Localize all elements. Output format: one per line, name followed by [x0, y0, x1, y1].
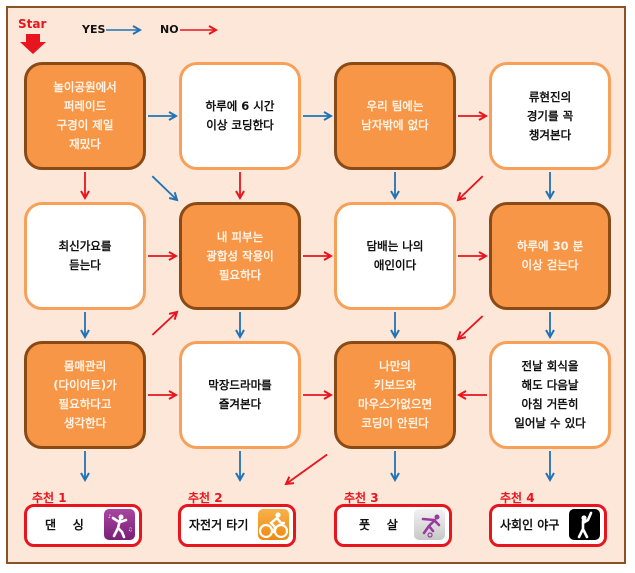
- decision-node-text: 최신가요를 듣는다: [58, 239, 112, 272]
- futsal-icon: [414, 509, 445, 540]
- svg-text:♪: ♪: [108, 514, 111, 520]
- recommendation-activity-2: 자전거 타기: [189, 518, 249, 532]
- svg-text:♫: ♫: [128, 527, 132, 533]
- decision-node-text: 담배는 나의 애인이다: [366, 239, 424, 272]
- recommendation-box-2[interactable]: 자전거 타기: [178, 504, 296, 547]
- no-arrow-r3c1-to-r2c2: [151, 312, 177, 336]
- legend-no-label: NO: [160, 23, 179, 36]
- decision-node-r3c3[interactable]: 나만의 키보드와 마우스가없으면 코딩이 안된다: [334, 341, 456, 449]
- no-arrow-r3c3-to-rec2: [286, 453, 328, 484]
- decision-node-text: 하루에 30 분 이상 걷는다: [516, 239, 584, 272]
- start-label: Star: [18, 17, 47, 31]
- decision-node-r1c1[interactable]: 놀이공원에서 퍼레이드 구경이 제일 재밌다: [24, 62, 146, 170]
- decision-node-r1c2[interactable]: 하루에 6 시간 이상 코딩한다: [179, 62, 301, 170]
- decision-node-text: 놀이공원에서 퍼레이드 구경이 제일 재밌다: [53, 80, 117, 151]
- recommendation-activity-3: 풋 살: [359, 518, 398, 532]
- recommendation-box-4[interactable]: 사회인 야구: [489, 504, 607, 547]
- decision-node-text: 몸매관리 (다이어트)가 필요하다고 생각한다: [53, 359, 117, 430]
- decision-node-r2c1[interactable]: 최신가요를 듣는다: [24, 202, 146, 310]
- decision-node-r3c1[interactable]: 몸매관리 (다이어트)가 필요하다고 생각한다: [24, 341, 146, 449]
- recommendation-activity-4: 사회인 야구: [500, 518, 560, 532]
- decision-node-text: 나만의 키보드와 마우스가없으면 코딩이 안된다: [357, 359, 433, 430]
- decision-node-text: 우리 팀에는 남자밖에 없다: [361, 99, 429, 132]
- recommendation-box-1[interactable]: 댄 싱 ♪♫: [24, 504, 142, 547]
- legend-yes-label: YES: [82, 23, 106, 36]
- recommendation-label-2: 추천 2: [188, 491, 223, 505]
- no-arrow-r2c4-to-r3c3: [458, 315, 484, 339]
- no-arrow-r1c4-to-r2c3: [458, 175, 484, 200]
- decision-node-r2c2[interactable]: 내 피부는 광합성 작용이 필요하다: [179, 202, 301, 310]
- decision-node-r3c2[interactable]: 막장드라마를 즐겨본다: [179, 341, 301, 449]
- baseball-icon: [569, 509, 600, 540]
- decision-node-text: 막장드라마를 즐겨본다: [208, 378, 272, 411]
- start-arrow-icon: [20, 34, 46, 54]
- decision-node-text: 하루에 6 시간 이상 코딩한다: [205, 99, 275, 132]
- recommendation-activity-1: 댄 싱: [45, 518, 84, 532]
- recommendation-box-3[interactable]: 풋 살: [334, 504, 452, 547]
- yes-arrow-r1c1-to-r2c2: [151, 175, 177, 200]
- decision-node-r1c3[interactable]: 우리 팀에는 남자밖에 없다: [334, 62, 456, 170]
- decision-node-text: 류현진의 경기를 꼭 챙겨본다: [526, 89, 574, 142]
- decision-node-text: 내 피부는 광합성 작용이 필요하다: [206, 229, 274, 282]
- decision-node-r2c3[interactable]: 담배는 나의 애인이다: [334, 202, 456, 310]
- recommendation-label-1: 추천 1: [32, 491, 67, 505]
- decision-node-r3c4[interactable]: 전날 회식을 해도 다음날 아침 거뜬히 일어날 수 있다: [489, 341, 611, 449]
- decision-node-r1c4[interactable]: 류현진의 경기를 꼭 챙겨본다: [489, 62, 611, 170]
- cycling-icon: [258, 509, 289, 540]
- recommendation-label-3: 추천 3: [344, 491, 379, 505]
- recommendation-label-4: 추천 4: [500, 491, 535, 505]
- decision-node-text: 전날 회식을 해도 다음날 아침 거뜬히 일어날 수 있다: [514, 359, 586, 430]
- decision-node-r2c4[interactable]: 하루에 30 분 이상 걷는다: [489, 202, 611, 310]
- dancing-icon: ♪♫: [104, 509, 135, 540]
